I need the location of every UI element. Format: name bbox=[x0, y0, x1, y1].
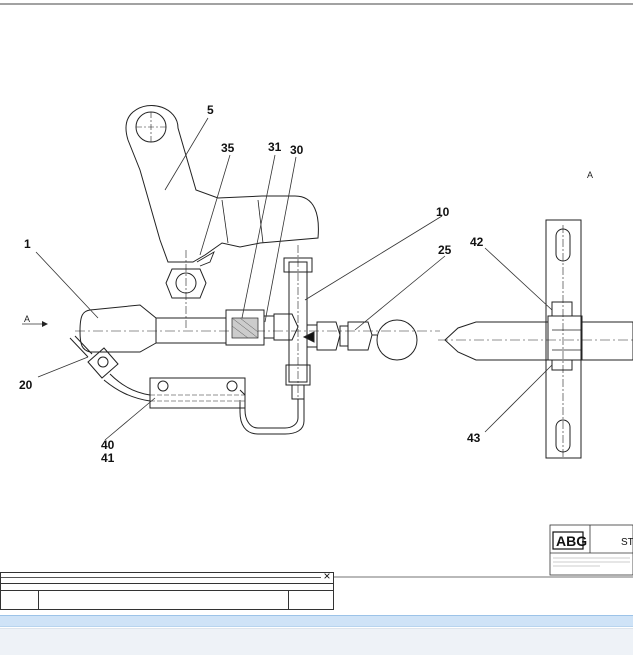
command-cell[interactable] bbox=[289, 591, 333, 609]
callout-42: 42 bbox=[470, 235, 484, 249]
bottom-bar bbox=[0, 628, 633, 655]
callout-31: 31 bbox=[268, 140, 282, 154]
company-logo bbox=[552, 531, 584, 550]
drawing-code: ST bbox=[621, 537, 633, 548]
status-strip bbox=[0, 615, 633, 627]
panel-titlebar[interactable]: × bbox=[1, 569, 333, 584]
view-label-a: A bbox=[587, 170, 593, 180]
callout-43: 43 bbox=[467, 431, 481, 445]
callout-30: 30 bbox=[290, 143, 304, 157]
titlebar-grip bbox=[1, 577, 321, 578]
command-row bbox=[1, 590, 333, 609]
logo-text: ABG bbox=[556, 533, 587, 549]
leader-lines bbox=[22, 117, 553, 441]
callout-20: 20 bbox=[19, 378, 33, 392]
title-block: ABG ST bbox=[549, 524, 633, 576]
callout-35: 35 bbox=[221, 141, 235, 155]
section-view-a bbox=[438, 219, 633, 459]
arrow-label-a: A bbox=[24, 314, 30, 324]
close-icon[interactable]: × bbox=[323, 569, 331, 583]
callout-40: 40 bbox=[101, 438, 115, 452]
view-arrow-icon bbox=[42, 321, 48, 327]
callout-25: 25 bbox=[438, 243, 452, 257]
callout-41: 41 bbox=[101, 451, 115, 465]
command-input[interactable] bbox=[39, 591, 289, 609]
main-assembly-view bbox=[69, 104, 440, 435]
command-panel[interactable]: × bbox=[0, 569, 334, 610]
command-cell[interactable] bbox=[1, 591, 39, 609]
callout-1: 1 bbox=[24, 237, 31, 251]
callout-10: 10 bbox=[436, 205, 450, 219]
callout-5: 5 bbox=[207, 103, 214, 117]
